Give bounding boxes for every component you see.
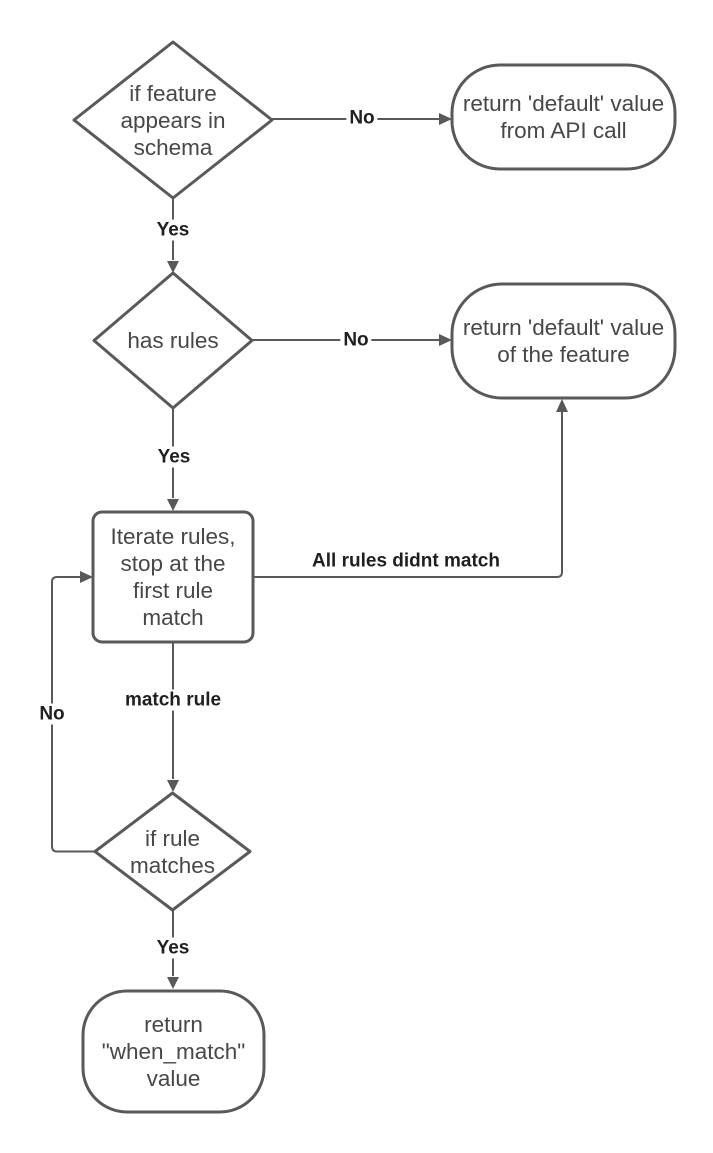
edge-label-match-rule: match rule — [121, 689, 225, 711]
decision-feature-in-schema-label: if feature appears in schema — [120, 80, 226, 160]
edge-label-rule-no: No — [36, 703, 68, 725]
arrowhead-icon — [167, 499, 179, 511]
decision-feature-in-schema-shape — [72, 40, 274, 200]
terminator-default-feature-shape — [450, 282, 677, 400]
decision-has-rules-shape — [92, 271, 254, 410]
edge-label-feature-yes: Yes — [153, 219, 193, 241]
edge-all-rules-didnt-match — [253, 399, 568, 578]
arrowhead-icon — [167, 261, 179, 273]
arrowhead-icon — [167, 780, 179, 792]
arrowhead-icon — [439, 334, 452, 346]
terminator-when-match-shape — [81, 989, 266, 1114]
edge-label-rule-yes: Yes — [153, 937, 193, 959]
edge-label-feature-no: No — [346, 107, 378, 129]
arrowhead-icon — [167, 977, 179, 989]
decision-has-rules-label: has rules — [127, 328, 219, 353]
arrowhead-icon — [556, 399, 568, 412]
arrowhead-icon — [439, 113, 452, 125]
decision-rule-matches-shape — [93, 791, 252, 912]
process-iterate-rules-shape — [91, 510, 255, 644]
terminator-default-api-label: return 'default' value from API call — [462, 91, 665, 143]
decision-rule-matches-label: if rule matches — [129, 825, 216, 878]
terminator-default-api-shape — [450, 63, 677, 171]
edge-match-rule — [167, 642, 179, 792]
terminator-default-feature-label: return 'default' value of the feature — [462, 315, 665, 367]
process-iterate-rules-label: Iterate rules, stop at the first rule ma… — [110, 524, 236, 630]
arrowhead-icon — [80, 571, 93, 583]
edge-label-rules-no: No — [340, 329, 372, 351]
edge-label-all-rules-didnt-match: All rules didnt match — [309, 550, 503, 572]
terminator-when-match-label: return "when_match" value — [101, 1012, 246, 1091]
edge-label-rules-yes: Yes — [154, 446, 194, 468]
